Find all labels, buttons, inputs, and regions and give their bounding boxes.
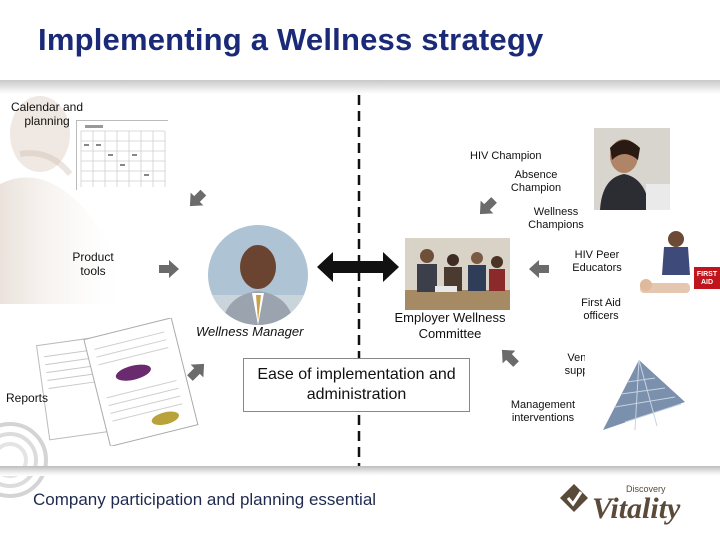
title-divider <box>0 80 720 94</box>
committee-photo <box>405 238 510 310</box>
product-tools-label: Product tools <box>72 250 114 279</box>
svg-text:AID: AID <box>701 279 713 286</box>
arrow-reports-to-manager <box>186 360 208 382</box>
hiv-champion-label: HIV Champion <box>470 150 542 162</box>
svg-text:Vitality: Vitality <box>592 492 681 525</box>
absence-champion-photo <box>594 128 670 210</box>
wellness-manager-label: Wellness Manager <box>196 324 304 339</box>
absence-champion-label: Absence Champion <box>510 169 562 195</box>
arrow-champions-to-committee <box>476 196 498 218</box>
two-way-arrow <box>317 250 399 284</box>
page-title: Implementing a Wellness strategy <box>38 22 544 57</box>
footer-divider <box>0 466 720 476</box>
wellness-manager-photo <box>208 225 308 325</box>
footer-text: Company participation and planning essen… <box>33 490 377 509</box>
svg-text:Discovery: Discovery <box>626 484 666 494</box>
reports-label: Reports <box>6 391 49 405</box>
committee-label: Employer Wellness Committee <box>394 310 506 341</box>
calendar-image <box>76 120 169 191</box>
management-interventions-label: Management interventions <box>510 399 576 425</box>
first-aid-officers-label: First Aid officers <box>581 297 621 323</box>
ease-of-implementation-box: Ease of implementation and administratio… <box>243 358 470 412</box>
hiv-peer-educators-label: HIV Peer Educators <box>572 249 622 275</box>
arrow-product-tools-to-manager <box>158 258 180 280</box>
venue-building-photo <box>585 352 693 432</box>
arrow-calendar-to-manager <box>186 188 208 210</box>
background-woman-image <box>0 94 150 304</box>
reports-image <box>35 317 205 447</box>
discovery-vitality-logo: Discovery Vitality <box>556 478 696 536</box>
background-circles-decoration <box>0 420 50 500</box>
calendar-planning-label: Calendar and planning <box>10 100 84 129</box>
svg-text:FIRST: FIRST <box>697 271 718 278</box>
arrow-peer-educators-to-committee <box>528 258 550 280</box>
first-aid-photo: FIRST AID <box>638 225 720 305</box>
wellness-champions-label: Wellness Champions <box>528 206 584 232</box>
arrow-venue-to-committee <box>498 346 520 368</box>
